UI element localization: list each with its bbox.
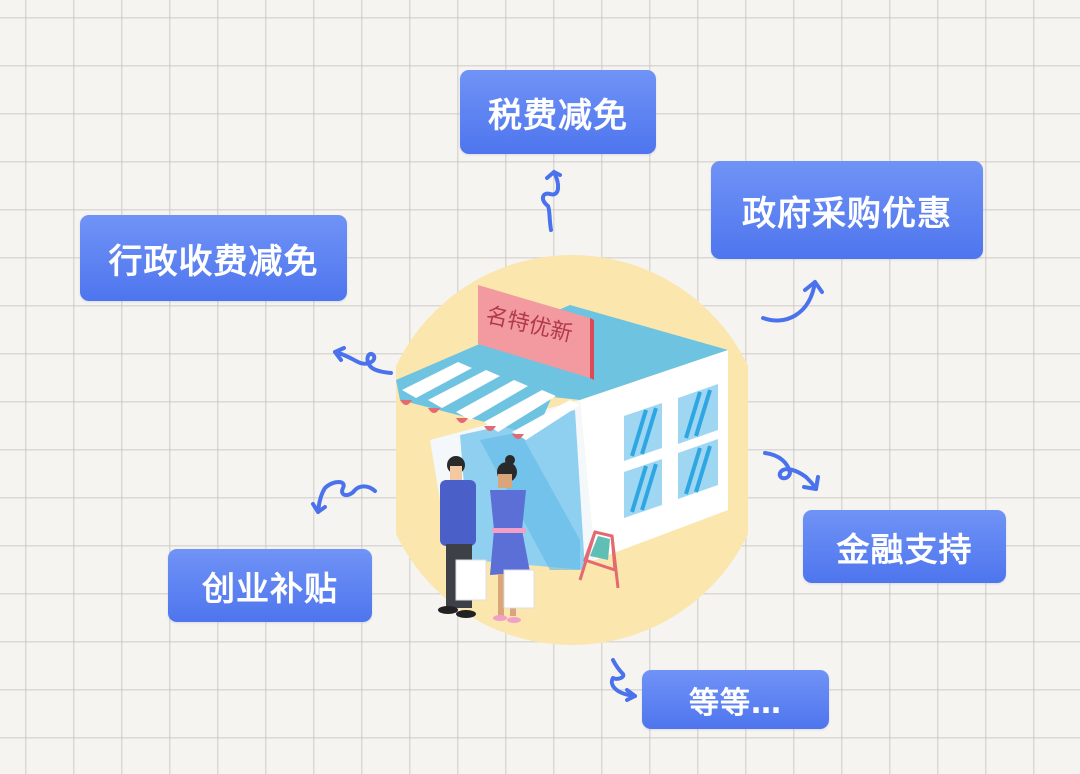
tag-label: 行政收费减免 <box>108 241 319 282</box>
tag-label: 金融支持 <box>836 529 973 569</box>
curly-arrow-right-icon <box>609 658 637 702</box>
tag-label: 政府采购优惠 <box>742 193 952 234</box>
tag-financial-support[interactable]: 金融支持 <box>803 510 1006 583</box>
curly-arrow-left-icon <box>333 346 393 375</box>
tag-startup-subsidy[interactable]: 创业补贴 <box>168 549 372 622</box>
tag-label: 创业补贴 <box>202 568 338 608</box>
tag-etc[interactable]: 等等… <box>642 670 829 729</box>
sandwich-board <box>578 530 620 589</box>
curly-arrow-down-left-icon <box>311 480 377 514</box>
tag-label: 税费减免 <box>488 95 628 136</box>
storefront-illustration: 名特优新 <box>396 255 748 645</box>
tag-label: 等等… <box>689 685 782 721</box>
curved-arrow-up-right-icon <box>761 280 824 323</box>
tag-tax-reduction[interactable]: 税费减免 <box>460 70 656 154</box>
curly-arrow-up-icon <box>541 170 562 232</box>
tag-administrative-fee-reduction[interactable]: 行政收费减免 <box>80 215 347 301</box>
shopper-woman <box>490 455 535 623</box>
curly-arrow-down-right-icon <box>763 451 820 491</box>
shop-sign <box>478 285 590 378</box>
tag-government-procurement[interactable]: 政府采购优惠 <box>711 161 983 259</box>
shopper-man <box>438 456 487 618</box>
